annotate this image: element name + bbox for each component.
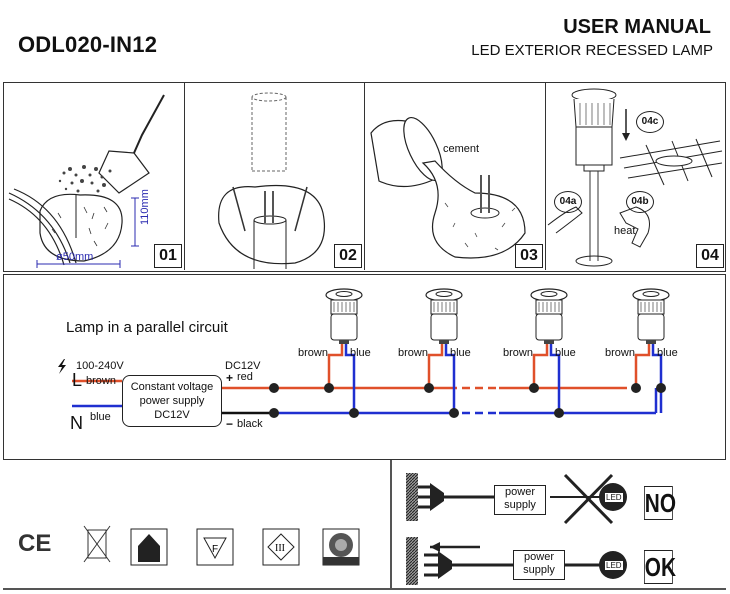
lamp-3 [529, 288, 568, 418]
model-number: ODL020-IN12 [18, 32, 158, 57]
depth-dimension: 110mm [139, 189, 151, 225]
step-number: 01 [154, 244, 182, 268]
lamp-install-illustration [547, 88, 723, 267]
parallel-circuit-panel: Lamp in a parallel circuit 100-240V L br… [3, 274, 726, 460]
psu-line: DC12V [154, 409, 190, 421]
lightning-icon [58, 359, 66, 374]
verdict-no: NO [644, 486, 676, 520]
sleeve-insert-illustration [218, 92, 325, 269]
line-label: L [72, 370, 83, 390]
bottom-rule [3, 588, 726, 590]
psu-line: Constant voltage [130, 381, 214, 393]
circuit-title: Lamp in a parallel circuit [66, 319, 228, 336]
verdict-ok: OK [644, 550, 676, 584]
plus-wire-label: red [237, 371, 253, 383]
installation-steps: 110mm ø50mm 01 02 [3, 82, 726, 272]
power-supply-box: Constant voltage power supply DC12V [122, 375, 222, 427]
lamp-wire-blue-label: blue [657, 347, 678, 359]
line-wire-label: brown [86, 375, 116, 387]
callout-04b: 04b [626, 191, 654, 213]
weee-bin-icon [83, 525, 111, 563]
lamp-1 [324, 288, 363, 418]
minus-sign: − [226, 417, 234, 431]
svg-text:III: III [275, 543, 285, 554]
indoor-outdoor-icon [130, 528, 168, 566]
step-number: 04 [696, 244, 724, 268]
box-line: supply [523, 564, 555, 576]
step-number: 02 [334, 244, 362, 268]
box-line: supply [504, 499, 536, 511]
step-02-panel: 02 [185, 83, 365, 270]
divider [390, 460, 392, 590]
lamp-wire-brown-label: brown [503, 347, 533, 359]
box-line: power [524, 551, 554, 563]
box-line: power [505, 486, 535, 498]
step-01-panel: 110mm ø50mm 01 [4, 83, 185, 270]
plus-sign: + [226, 371, 234, 385]
input-voltage: 100-240V [76, 360, 124, 372]
f-mark-icon: F [196, 528, 234, 566]
minus-wire-label: black [237, 418, 263, 430]
heat-label: heat [614, 225, 636, 237]
ce-mark-icon: CE [18, 530, 52, 557]
lamp-wire-brown-label: brown [398, 347, 428, 359]
cement-pour-illustration [370, 117, 526, 259]
cement-label: cement [443, 143, 480, 155]
step-04-panel: 04c 04a 04b heat 04 [546, 83, 726, 270]
led-label-ok: LED [604, 560, 624, 571]
neutral-wire-label: blue [90, 411, 111, 423]
callout-04a: 04a [554, 191, 582, 213]
step-03-panel: cement 03 [365, 83, 546, 270]
output-voltage: DC12V [225, 360, 261, 372]
lamp-4 [631, 288, 670, 413]
drive-over-icon [322, 528, 360, 566]
neutral-label: N [70, 413, 83, 433]
step-number: 03 [515, 244, 543, 268]
led-label-no: LED [604, 492, 624, 503]
power-supply-box-no: power supply [494, 485, 546, 515]
manual-subtitle: LED EXTERIOR RECESSED LAMP [471, 42, 713, 59]
callout-04c: 04c [636, 111, 664, 133]
lamp-2 [424, 288, 463, 418]
lamp-wire-blue-label: blue [555, 347, 576, 359]
shovel-dig-illustration [8, 94, 165, 268]
diameter-dimension: ø50mm [56, 251, 94, 263]
circuit-diagram [58, 288, 670, 418]
power-supply-box-ok: power supply [513, 550, 565, 580]
lamp-wire-brown-label: brown [605, 347, 635, 359]
lamp-wire-blue-label: blue [450, 347, 471, 359]
class-iii-icon: III [262, 528, 300, 566]
lamp-wire-brown-label: brown [298, 347, 328, 359]
svg-text:F: F [212, 544, 218, 555]
manual-title: USER MANUAL [563, 16, 711, 38]
warning-diagrams [406, 473, 627, 585]
lamp-wire-blue-label: blue [350, 347, 371, 359]
psu-line: power supply [139, 395, 205, 407]
